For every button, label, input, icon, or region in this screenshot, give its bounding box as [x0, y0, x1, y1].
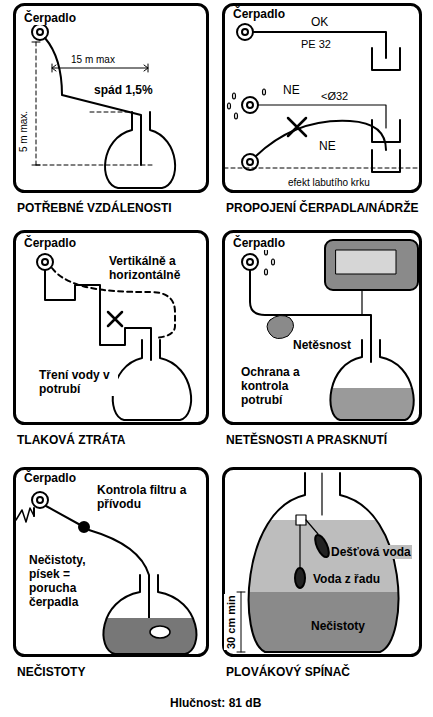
panel-box: ČerpadloNetěsnostOchrana a kontrola potr… — [222, 230, 422, 425]
callout-label: spád 1,5% — [93, 83, 154, 97]
panel-caption: PLOVÁKOVÝ SPÍNAČ — [226, 665, 350, 679]
callout-label: 15 m max — [70, 53, 116, 67]
callout-label: NE — [318, 139, 337, 153]
callout-label: Vertikálně a horizontálně — [108, 254, 205, 282]
callout-label: OK — [310, 15, 329, 29]
panel-box: Dešťová vodaVoda z řadu 30 cm min Nečistot… — [222, 467, 422, 657]
callout-label: Dešťová voda — [330, 545, 412, 559]
callout-label: efekt labutího krku — [287, 176, 371, 190]
callout-label: 5 m max. — [17, 110, 31, 153]
callout-label: Čerpadlo — [232, 236, 286, 250]
callout-label: Kontrola filtru a přívodu — [96, 483, 198, 511]
callout-label: PE 32 — [300, 37, 332, 51]
panel-frame — [13, 3, 209, 193]
panel-box: ČerpadloOKPE 32NE<Ø32NEefekt labutího kr… — [222, 3, 422, 193]
panel-caption: NETĚSNOSTI A PRASKNUTÍ — [226, 433, 387, 447]
panel-caption: POTŘEBNÉ VZDÁLENOSTI — [17, 201, 172, 215]
callout-label: Netěsnost — [292, 338, 352, 352]
callout-label: Čerpadlo — [23, 471, 77, 485]
callout-label: NE — [282, 83, 301, 97]
panel-caption: PROPOJENÍ ČERPADLA/NÁDRŽE — [226, 201, 418, 215]
callout-label: Ochrana a kontrola potrubí — [240, 365, 324, 407]
panel-caption: NEČISTOTY — [17, 665, 85, 679]
panel-box: ČerpadloKontrola filtru a přívoduNečisto… — [13, 467, 209, 657]
callout-label: Čerpadlo — [23, 11, 77, 25]
callout-label: 30 cm min — [224, 594, 238, 650]
note-label: Hlučnost: 81 dB — [170, 696, 261, 710]
callout-label: Tření vody v potrubí — [38, 368, 118, 396]
callout-label: Voda z řadu — [312, 572, 381, 586]
callout-label: Čerpadlo — [23, 236, 77, 250]
callout-label: Nečistoty — [310, 619, 366, 633]
panel-box: Čerpadlo15 m maxspád 1,5%5 m max.POTŘEBN… — [13, 3, 209, 193]
callout-label: Nečistoty, písek = porucha čerpadla — [28, 553, 98, 609]
panel-box: ČerpadloVertikálně a horizontálněTření v… — [13, 230, 209, 425]
callout-label: <Ø32 — [320, 89, 349, 103]
callout-label: Čerpadlo — [232, 7, 286, 21]
panel-caption: TLAKOVÁ ZTRÁTA — [17, 433, 125, 447]
